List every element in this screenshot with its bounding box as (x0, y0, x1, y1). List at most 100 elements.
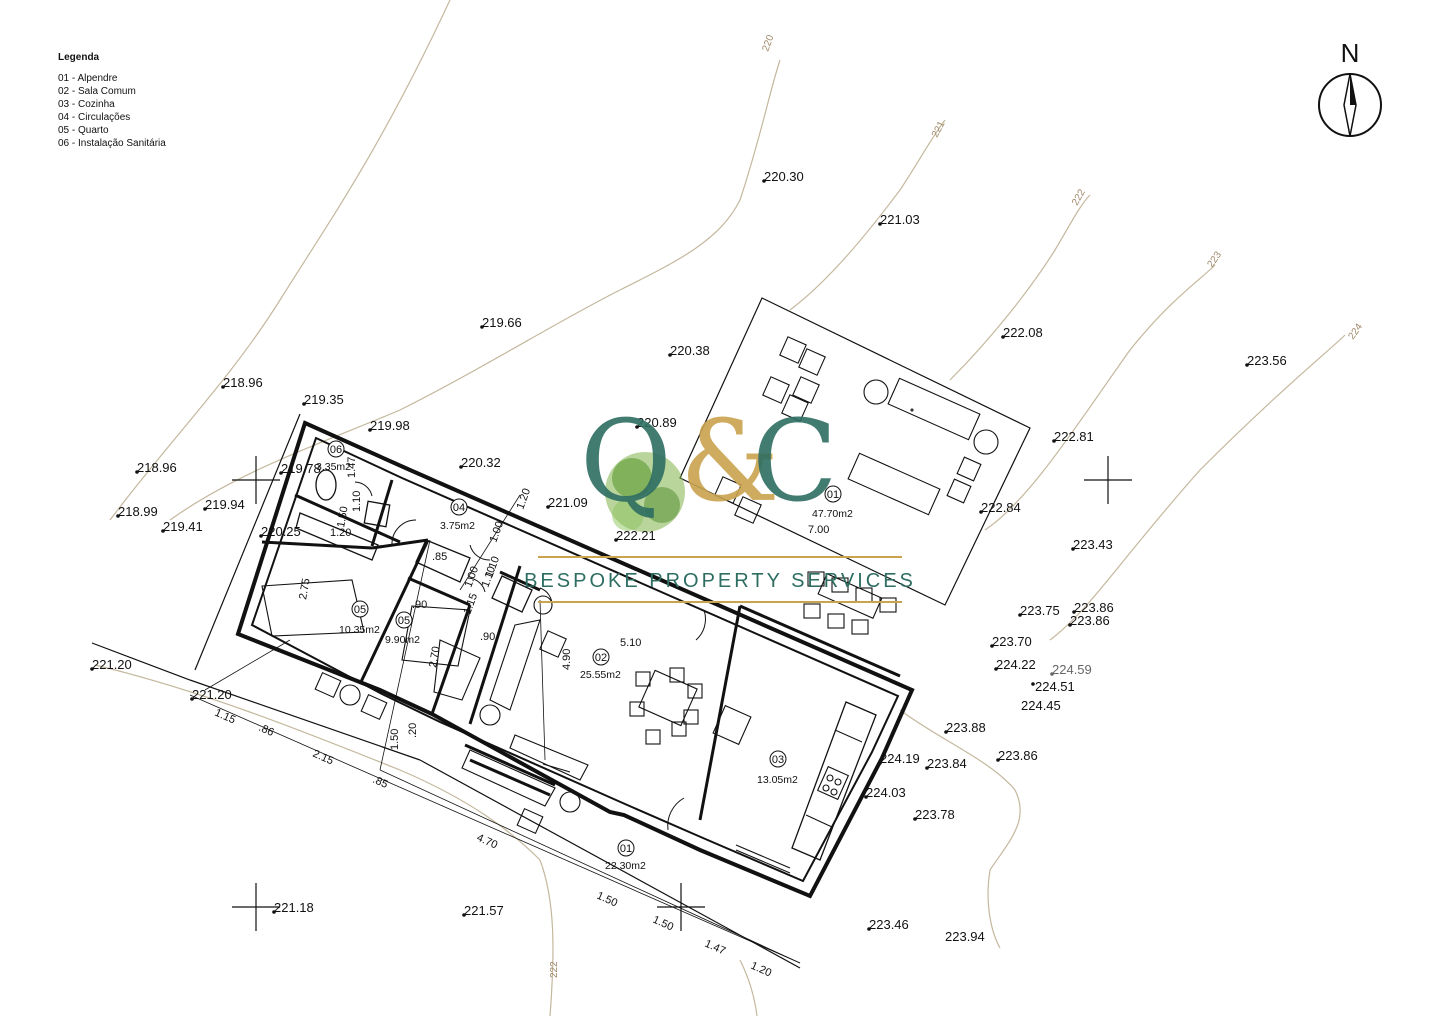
svg-text:25.55m2: 25.55m2 (580, 669, 621, 681)
svg-text:223.84: 223.84 (927, 756, 967, 771)
svg-text:220.89: 220.89 (637, 415, 677, 430)
elevation-point: 219.98 (368, 418, 410, 433)
elevation-point: 219.94 (203, 497, 245, 512)
svg-text:223.86: 223.86 (1074, 600, 1114, 615)
dimension-label: 1.50 (389, 729, 401, 750)
svg-text:05: 05 (354, 604, 366, 616)
elevation-point: 223.75 (1018, 603, 1060, 618)
room-label: 04 3.75m2 (440, 498, 475, 532)
elevation-point: 223.78 (913, 807, 955, 822)
dimension-label: 1.47 (346, 457, 358, 478)
svg-text:218.99: 218.99 (118, 504, 158, 519)
elevation-point: 219.66 (480, 315, 522, 330)
svg-text:223.78: 223.78 (915, 807, 955, 822)
dimension-label: 1.20 (749, 960, 773, 980)
svg-text:220.30: 220.30 (764, 169, 804, 184)
svg-text:222.84: 222.84 (981, 500, 1021, 515)
svg-text:221.20: 221.20 (192, 687, 232, 702)
svg-text:219.78: 219.78 (281, 461, 321, 476)
dimension-label: 2.75 (297, 577, 313, 600)
elevation-point: 220.25 (259, 524, 301, 539)
svg-text:224.03: 224.03 (866, 785, 906, 800)
contour-label: 223 (1205, 249, 1224, 269)
logo-mark-c: C (752, 397, 838, 527)
svg-text:223.43: 223.43 (1073, 537, 1113, 552)
dimension-label: 2.15 (311, 748, 335, 768)
legend-title: Legenda (58, 52, 100, 63)
room-label: 02 25.55m2 (580, 648, 621, 681)
svg-text:219.41: 219.41 (163, 519, 203, 534)
dimension-label: .86 (257, 722, 276, 739)
svg-text:224.19: 224.19 (880, 751, 920, 766)
svg-text:06: 06 (330, 444, 342, 456)
svg-text:220.32: 220.32 (461, 455, 501, 470)
legend-item: 02 - Sala Comum (58, 86, 136, 97)
svg-text:221.57: 221.57 (464, 903, 504, 918)
dimension-label: 7.00 (808, 524, 829, 536)
elevation-point: 219.78 (279, 461, 321, 476)
svg-text:9.90m2: 9.90m2 (385, 634, 420, 646)
svg-text:223.46: 223.46 (869, 917, 909, 932)
contour-line (949, 194, 1091, 381)
svg-text:01: 01 (827, 489, 839, 501)
elevation-point: 223.88 (944, 720, 986, 735)
elevation-point: 224.59 (1050, 662, 1092, 677)
svg-text:219.66: 219.66 (482, 315, 522, 330)
elevation-point: 219.41 (161, 519, 203, 534)
elevation-point: 222.81 (1052, 429, 1094, 444)
dimension-label: 1.15 (213, 707, 237, 727)
svg-text:218.96: 218.96 (223, 375, 263, 390)
contour-line (984, 264, 1216, 531)
room-label: 05 10.35m2 (339, 600, 380, 636)
door-swings (354, 481, 706, 831)
dimension-label: 4.90 (561, 649, 573, 670)
room-label: 01 47.70m2 (812, 485, 853, 520)
dimension-label: 1.10 (351, 491, 363, 512)
elevation-point: 220.30 (762, 169, 804, 184)
company-logo: Q & C BESPOKE PROPERTY SERVICES (524, 397, 913, 603)
legend: Legenda 01 - Alpendre 02 - Sala Comum 03… (58, 52, 166, 149)
elevation-point: 218.96 (221, 375, 263, 390)
contour-line (899, 709, 1021, 949)
elevation-point: 223.84 (925, 756, 967, 771)
legend-item: 05 - Quarto (58, 125, 109, 136)
svg-text:222.81: 222.81 (1054, 429, 1094, 444)
elevation-point: 224.19 (878, 751, 920, 766)
elevation-point: 223.94 (945, 929, 985, 944)
svg-text:223.94: 223.94 (945, 929, 985, 944)
dimension-label: .20 (407, 723, 419, 738)
svg-text:223.70: 223.70 (992, 634, 1032, 649)
room-label: 05 9.90m2 (385, 611, 420, 646)
elevation-point: 223.70 (990, 634, 1032, 649)
svg-text:10.35m2: 10.35m2 (339, 624, 380, 636)
svg-text:219.35: 219.35 (304, 392, 344, 407)
contour-label: 224 (1346, 321, 1365, 341)
furniture (261, 336, 999, 874)
svg-text:223.86: 223.86 (1070, 613, 1110, 628)
elevation-point: 224.03 (864, 785, 906, 800)
logo-mark-q: Q (580, 397, 672, 527)
svg-text:221.18: 221.18 (274, 900, 314, 915)
svg-text:222.21: 222.21 (616, 528, 656, 543)
svg-text:3.35m2: 3.35m2 (316, 461, 351, 473)
contour-line (169, 59, 781, 521)
elevation-point: 219.35 (302, 392, 344, 407)
contour-line (109, 0, 451, 521)
dimension-label: 1.20 (330, 527, 351, 539)
contour-line (789, 119, 946, 311)
contour-label: 220 (760, 33, 776, 53)
dimension-label: 4.70 (475, 832, 499, 852)
elevation-point: 221.09 (546, 495, 588, 510)
contour-line (1049, 334, 1346, 641)
legend-item: 04 - Circulações (58, 112, 130, 123)
elevation-point: 222.21 (614, 528, 656, 543)
svg-text:224.51: 224.51 (1035, 679, 1075, 694)
svg-text:219.94: 219.94 (205, 497, 245, 512)
elevation-point: 221.20 (90, 657, 132, 672)
svg-text:218.96: 218.96 (137, 460, 177, 475)
contour-label: 222 (549, 961, 560, 978)
contour-label: 222 (1070, 187, 1088, 207)
terrace-outline (91, 297, 1031, 969)
dimension-label: 1.20 (515, 487, 534, 511)
